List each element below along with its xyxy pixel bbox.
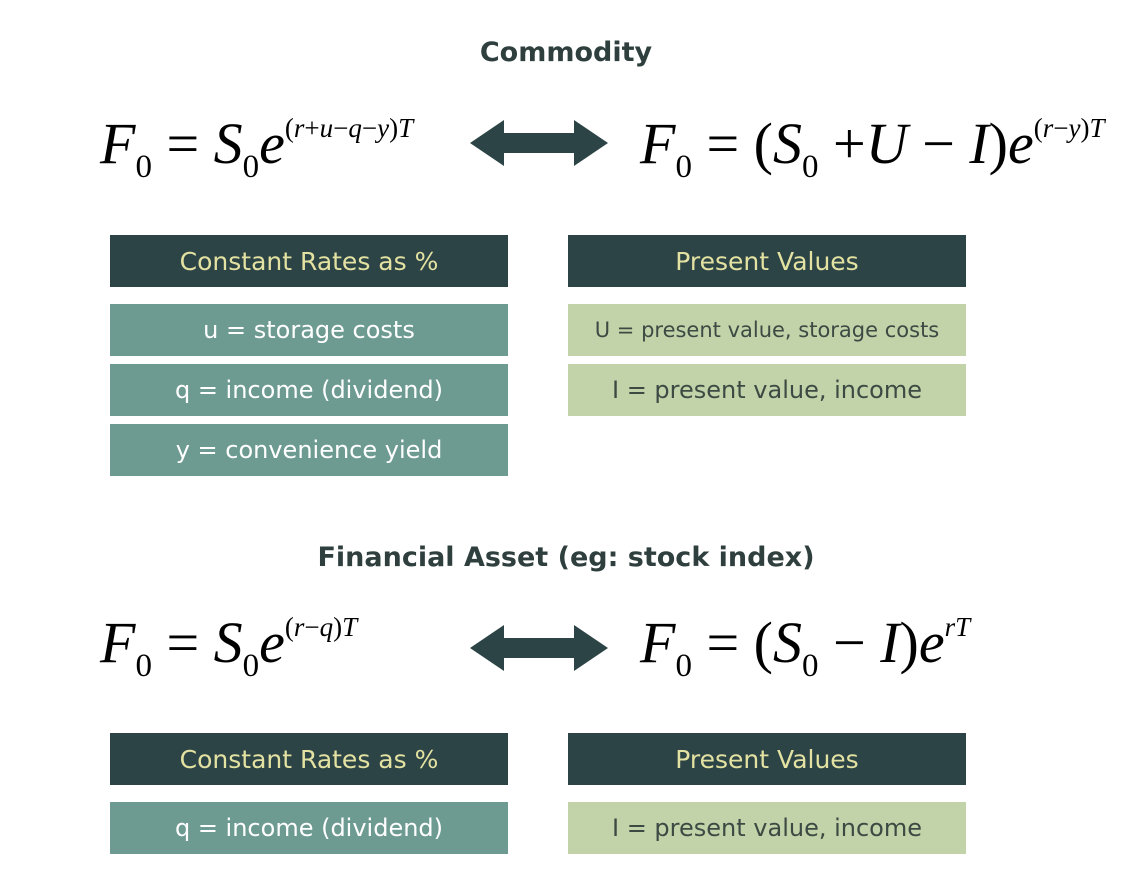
present-value-item: I = present value, income	[568, 802, 966, 854]
commodity-title: Commodity	[479, 37, 653, 68]
present-value-item: U = present value, storage costs	[568, 304, 966, 356]
commodity-right-formula: F0 = (S0 +U − I)e(r−y)T	[640, 111, 1105, 185]
commodity-pv-header: Present Values	[568, 235, 966, 287]
double-arrow-icon	[470, 625, 608, 671]
commodity-rates-header: Constant Rates as %	[110, 235, 508, 287]
financial-rates-header: Constant Rates as %	[110, 733, 508, 785]
commodity-left-formula: F0 = S0e(r+u−q−y)T	[100, 111, 414, 185]
financial-right-formula: F0 = (S0 − I)erT	[640, 610, 971, 684]
present-value-item: I = present value, income	[568, 364, 966, 416]
financial-left-formula: F0 = S0e(r−q)T	[100, 610, 358, 684]
rate-item: q = income (dividend)	[110, 364, 508, 416]
rate-item: y = convenience yield	[110, 424, 508, 476]
financial-title: Financial Asset (eg: stock index)	[317, 542, 815, 573]
double-arrow-icon	[470, 120, 608, 166]
financial-pv-header: Present Values	[568, 733, 966, 785]
rate-item: u = storage costs	[110, 304, 508, 356]
rate-item: q = income (dividend)	[110, 802, 508, 854]
